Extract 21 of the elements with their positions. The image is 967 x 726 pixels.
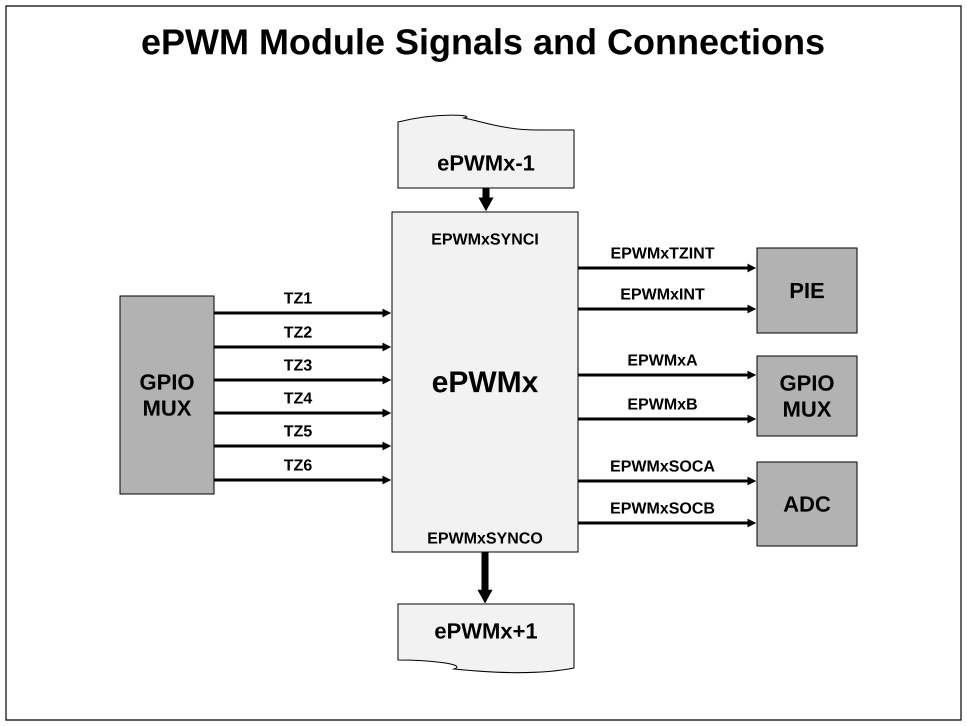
signal-label: EPWMxA [628, 354, 698, 366]
signal-label: TZ3 [284, 359, 312, 371]
block-box: GPIO MUX [756, 356, 858, 436]
signal-label: EPWMxB [628, 398, 697, 410]
module-box: ePWMx-1 [398, 114, 574, 188]
title: ePWM Module Signals and Connections [142, 28, 824, 62]
block-box: GPIO MUX [120, 296, 214, 494]
signal-label: TZ5 [284, 425, 312, 437]
signal-label: TZ2 [284, 326, 312, 338]
module-box: ePWMx+1 [398, 604, 574, 674]
signal-label: TZ4 [284, 392, 312, 404]
block-box: PIE [756, 248, 858, 334]
port-label: EPWMxSYNCI [432, 233, 538, 245]
signal-label: EPWMxTZINT [612, 248, 714, 258]
signal-label: EPWMxSOCA [611, 460, 715, 472]
signal-label: TZ1 [284, 292, 312, 304]
signal-label: TZ6 [284, 459, 312, 471]
signal-label: EPWMxINT [621, 288, 705, 300]
block-box: ADC [756, 462, 858, 546]
signal-label: EPWMxSOCB [611, 502, 714, 514]
port-label: EPWMxSYNCO [428, 532, 542, 544]
